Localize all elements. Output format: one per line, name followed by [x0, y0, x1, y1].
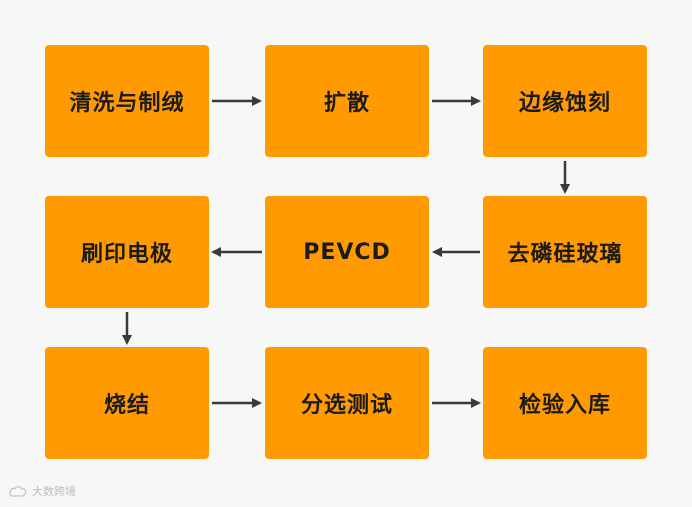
node-label: 边缘蚀刻 [518, 91, 611, 116]
node-remove-psg: 去磷硅玻璃 [483, 196, 647, 308]
watermark-text: 大数跨境 [32, 485, 76, 498]
node-label: 扩散 [323, 91, 370, 116]
node-label: 烧结 [103, 393, 150, 418]
node-label: 检验入库 [518, 393, 611, 418]
node-label: 去磷硅玻璃 [507, 242, 623, 267]
node-pevcd: PEVCD [265, 196, 429, 308]
node-cleaning-texturing: 清洗与制绒 [45, 45, 209, 157]
node-edge-etching: 边缘蚀刻 [483, 45, 647, 157]
watermark: 大数跨境 [8, 483, 76, 499]
node-label: 刷印电极 [80, 242, 173, 267]
node-inspection-storage: 检验入库 [483, 347, 647, 459]
node-label: PEVCD [303, 239, 391, 265]
cloud-logo-icon [9, 486, 27, 497]
node-sintering: 烧结 [45, 347, 209, 459]
node-label: 清洗与制绒 [69, 91, 185, 116]
node-diffusion: 扩散 [265, 45, 429, 157]
node-sorting-testing: 分选测试 [265, 347, 429, 459]
node-label: 分选测试 [300, 393, 393, 418]
node-print-electrode: 刷印电极 [45, 196, 209, 308]
